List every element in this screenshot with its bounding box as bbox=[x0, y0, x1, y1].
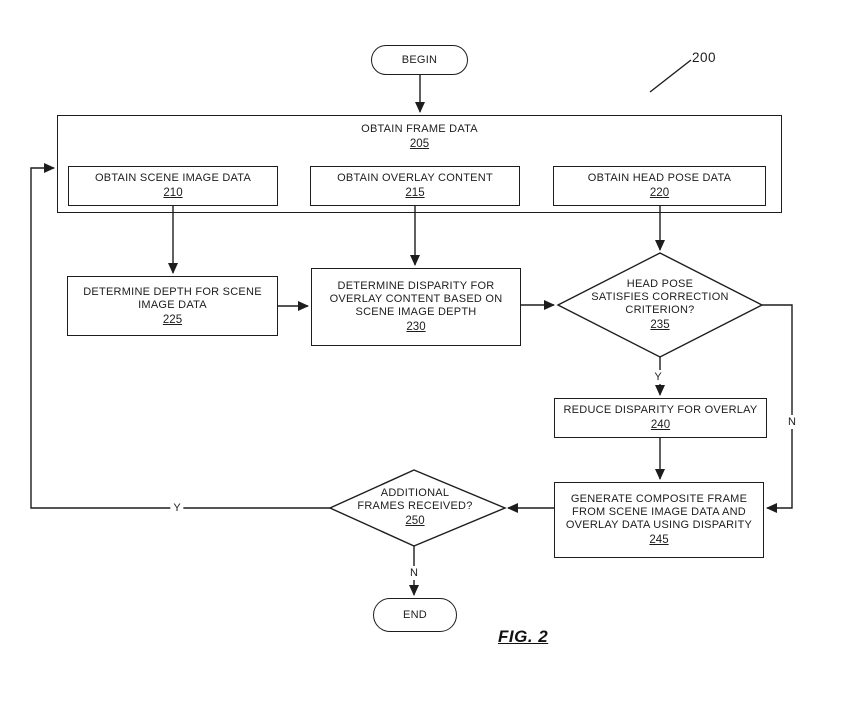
node-ref-number: 225 bbox=[162, 313, 183, 326]
node-label: OBTAIN FRAME DATA bbox=[361, 123, 478, 135]
process-box-determine-disparity: DETERMINE DISPARITY FOR OVERLAY CONTENT … bbox=[311, 268, 521, 346]
decision-head-pose-criterion: HEAD POSE SATISFIES CORRECTION CRITERION… bbox=[575, 266, 745, 344]
figure-caption: FIG. 2 bbox=[498, 627, 549, 646]
process-box-obtain-scene-image-data: OBTAIN SCENE IMAGE DATA 210 bbox=[68, 166, 278, 206]
decision-additional-frames: ADDITIONAL FRAMES RECEIVED? 250 bbox=[335, 474, 495, 540]
node-ref-number: 240 bbox=[650, 419, 671, 431]
node-ref-number: 245 bbox=[649, 534, 669, 546]
node-ref-number: 220 bbox=[649, 187, 670, 199]
node-ref-number: 230 bbox=[406, 321, 426, 333]
node-label: ADDITIONAL FRAMES RECEIVED? bbox=[357, 486, 473, 512]
figure-reference-number: 200 bbox=[692, 50, 717, 65]
node-label: BEGIN bbox=[401, 53, 438, 66]
node-label: DETERMINE DISPARITY FOR OVERLAY CONTENT … bbox=[329, 280, 503, 318]
node-ref-number: 250 bbox=[405, 514, 425, 527]
node-label: GENERATE COMPOSITE FRAME FROM SCENE IMAG… bbox=[565, 493, 753, 531]
node-label: END bbox=[403, 608, 427, 621]
process-box-generate-composite-frame: GENERATE COMPOSITE FRAME FROM SCENE IMAG… bbox=[554, 482, 764, 558]
edge-label-additional-frames-no: N bbox=[407, 566, 421, 580]
edge-label-additional-frames-yes: Y bbox=[170, 501, 184, 515]
process-box-obtain-frame-data: OBTAIN FRAME DATA 205 bbox=[57, 115, 782, 213]
process-box-obtain-head-pose-data: OBTAIN HEAD POSE DATA 220 bbox=[553, 166, 766, 206]
edge-label-head-pose-yes: Y bbox=[651, 370, 665, 384]
process-box-reduce-disparity: REDUCE DISPARITY FOR OVERLAY 240 bbox=[554, 398, 767, 438]
node-label: OBTAIN OVERLAY CONTENT bbox=[337, 172, 493, 184]
node-ref-number: 205 bbox=[409, 138, 430, 150]
node-ref-number: 235 bbox=[650, 319, 670, 331]
terminator-begin: BEGIN bbox=[371, 45, 468, 75]
node-label: OBTAIN HEAD POSE DATA bbox=[587, 172, 732, 184]
node-label: OBTAIN SCENE IMAGE DATA bbox=[94, 172, 252, 184]
process-box-determine-depth: DETERMINE DEPTH FOR SCENE IMAGE DATA 225 bbox=[67, 276, 278, 336]
edge-label-head-pose-no: N bbox=[785, 415, 799, 429]
node-label: HEAD POSE SATISFIES CORRECTION CRITERION… bbox=[591, 278, 729, 316]
node-label: DETERMINE DEPTH FOR SCENE IMAGE DATA bbox=[83, 285, 262, 311]
node-ref-number: 210 bbox=[163, 187, 183, 199]
terminator-end: END bbox=[373, 598, 457, 632]
process-box-obtain-overlay-content: OBTAIN OVERLAY CONTENT 215 bbox=[310, 166, 520, 206]
node-ref-number: 215 bbox=[405, 187, 425, 199]
node-label: REDUCE DISPARITY FOR OVERLAY bbox=[563, 404, 758, 416]
